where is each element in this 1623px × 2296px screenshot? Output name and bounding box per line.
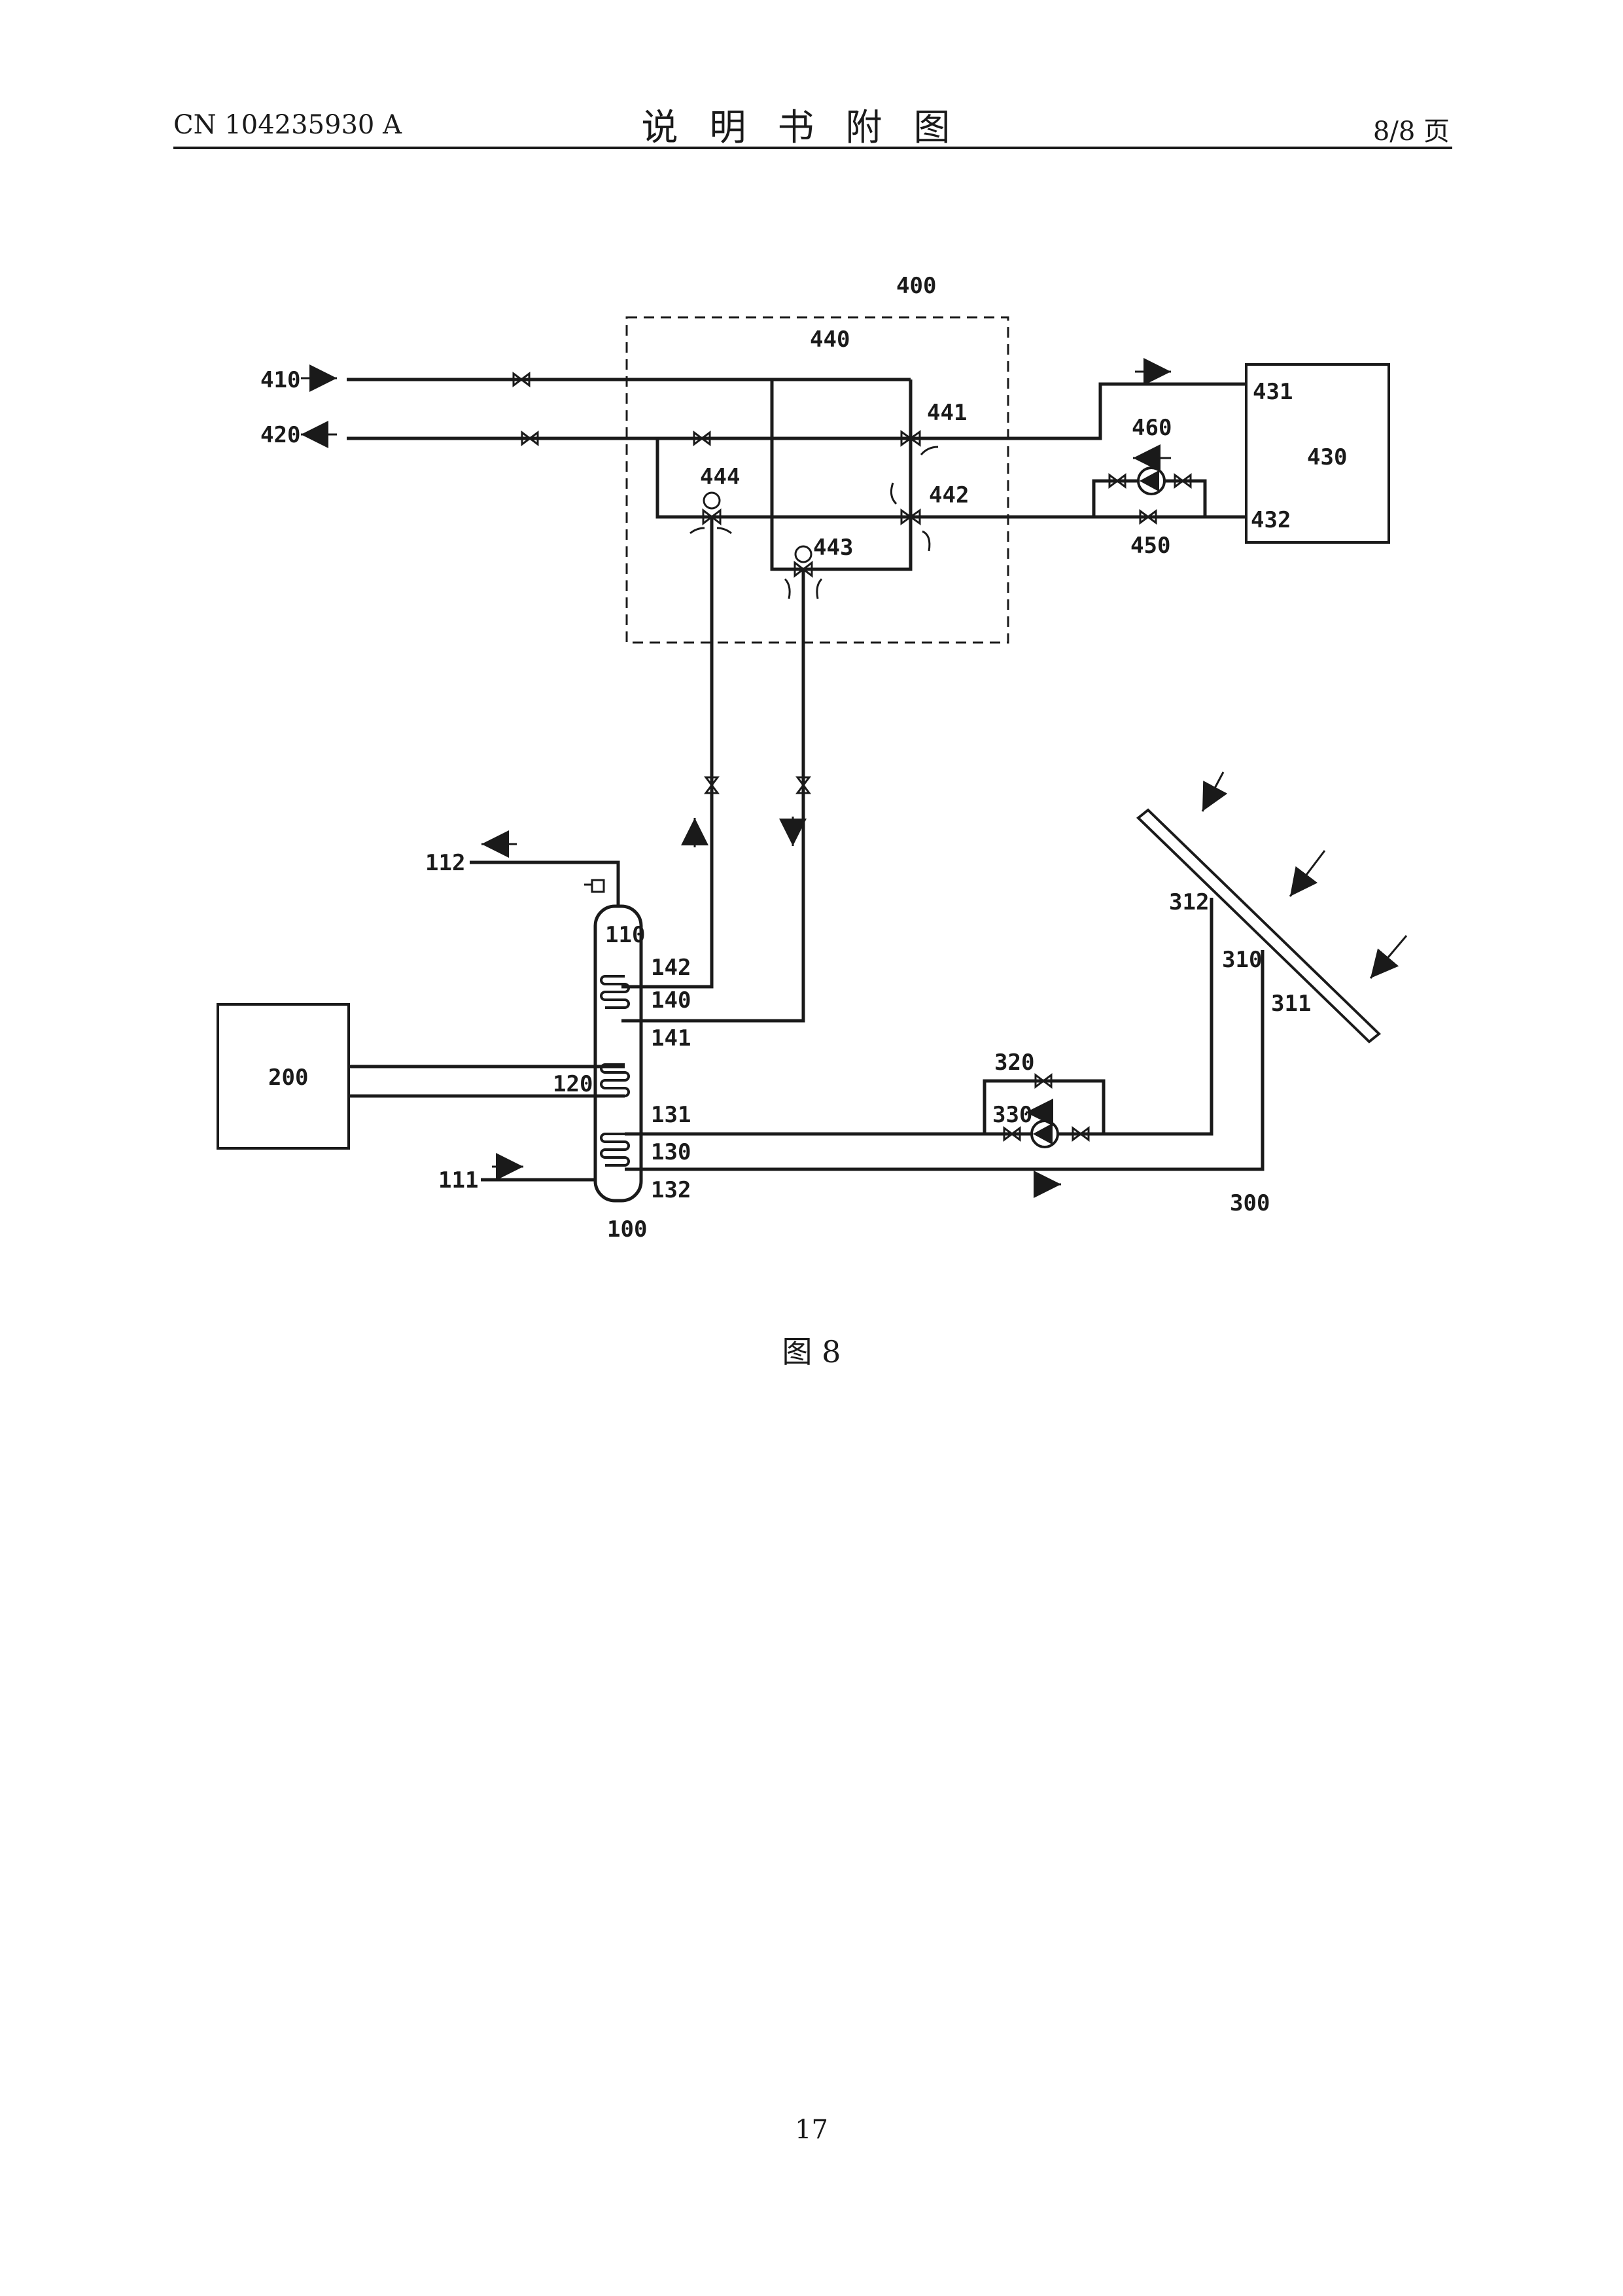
label-120: 120 bbox=[553, 1071, 593, 1097]
pump-icons bbox=[1030, 467, 1166, 1148]
label-430: 430 bbox=[1307, 444, 1347, 470]
label-330: 330 bbox=[992, 1102, 1032, 1128]
reference-labels: 400 440 410 420 441 442 443 444 431 430 … bbox=[260, 273, 1347, 1243]
label-300: 300 bbox=[1230, 1190, 1270, 1216]
label-311: 311 bbox=[1271, 991, 1311, 1017]
label-431: 431 bbox=[1253, 379, 1293, 405]
label-140: 140 bbox=[651, 987, 691, 1014]
label-142: 142 bbox=[651, 955, 691, 981]
label-440: 440 bbox=[810, 327, 850, 353]
label-130: 130 bbox=[651, 1139, 691, 1165]
label-432: 432 bbox=[1251, 507, 1291, 533]
label-420: 420 bbox=[260, 422, 300, 448]
label-310: 310 bbox=[1222, 947, 1262, 973]
flow-arrows bbox=[301, 358, 1408, 1198]
label-410: 410 bbox=[260, 367, 300, 393]
section-title: 说明书附图 bbox=[641, 107, 982, 149]
label-141: 141 bbox=[651, 1025, 691, 1051]
label-131: 131 bbox=[651, 1102, 691, 1128]
label-450: 450 bbox=[1130, 533, 1170, 559]
heat-source-box bbox=[217, 1003, 350, 1150]
label-312: 312 bbox=[1169, 889, 1209, 915]
label-444: 444 bbox=[700, 464, 740, 490]
tap-icon bbox=[584, 879, 605, 893]
label-200: 200 bbox=[268, 1065, 308, 1091]
label-443: 443 bbox=[813, 535, 853, 561]
label-110: 110 bbox=[605, 922, 645, 948]
label-132: 132 bbox=[651, 1177, 691, 1203]
document-number: CN 104235930 A bbox=[173, 110, 402, 140]
solar-collector bbox=[1136, 808, 1382, 1044]
figure-caption: 图 8 bbox=[782, 1334, 841, 1369]
curved-arrows bbox=[689, 446, 939, 599]
label-460: 460 bbox=[1132, 415, 1172, 441]
header-rule bbox=[173, 147, 1452, 149]
label-100: 100 bbox=[607, 1216, 647, 1243]
label-320: 320 bbox=[994, 1050, 1034, 1076]
three-way-valve-icons bbox=[702, 425, 921, 578]
label-442: 442 bbox=[929, 482, 969, 508]
page-number: 17 bbox=[795, 2115, 828, 2145]
label-112: 112 bbox=[425, 850, 465, 876]
label-111: 111 bbox=[438, 1167, 478, 1193]
page-count: 8/8 页 bbox=[1372, 116, 1450, 147]
label-441: 441 bbox=[927, 400, 967, 426]
label-400: 400 bbox=[896, 273, 936, 299]
load-box bbox=[1245, 363, 1390, 544]
valve-icons bbox=[512, 372, 1192, 1141]
control-unit-box bbox=[625, 316, 1009, 644]
